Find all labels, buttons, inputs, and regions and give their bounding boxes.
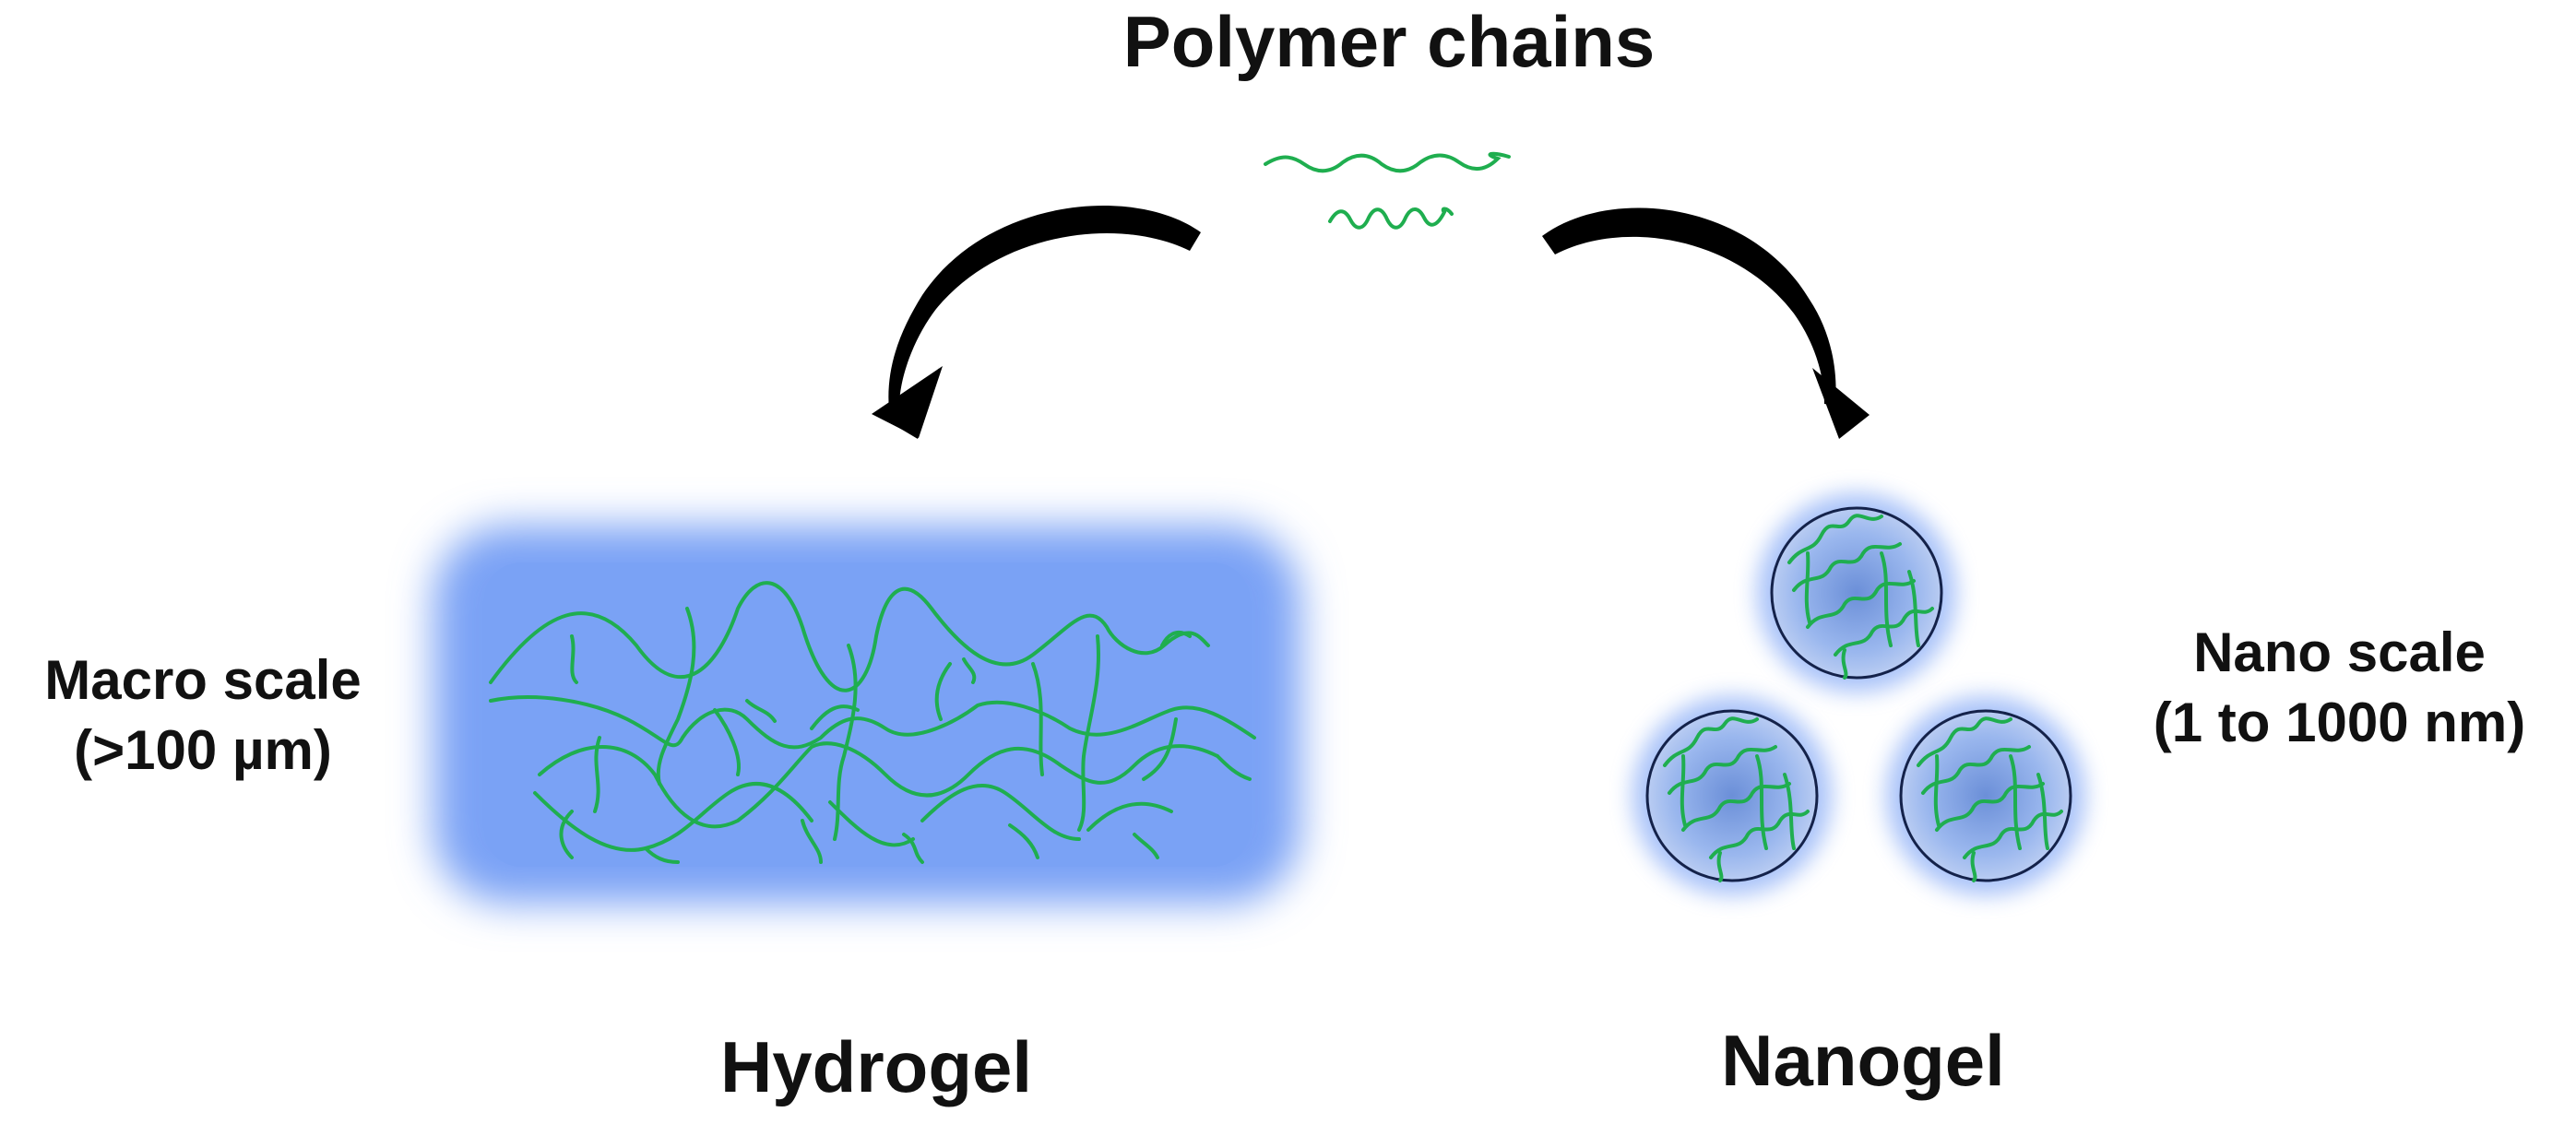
- hydrogel-gel-core: [484, 562, 1250, 867]
- nanogel-particle-icon: [1886, 696, 2085, 895]
- curved-arrow-right-icon: [1542, 207, 1870, 439]
- nano-scale-line2: (1 to 1000 nm): [2153, 692, 2526, 753]
- macro-scale-line2: (>100 µm): [74, 719, 332, 781]
- hydrogel-network-icon: [433, 526, 1300, 904]
- macro-scale-label: Macro scale (>100 µm): [0, 645, 406, 786]
- curved-arrow-left-icon: [872, 205, 1201, 439]
- macro-scale-line1: Macro scale: [44, 649, 362, 711]
- nanogel-label: Nanogel: [1721, 1020, 2005, 1101]
- nanogel-particle-icon: [1757, 493, 1956, 692]
- polymer-chain-short: [1328, 207, 1454, 230]
- hydrogel-label: Hydrogel: [719, 1026, 1033, 1107]
- hydrogel-chains: [489, 581, 1256, 864]
- nano-scale-line1: Nano scale: [2193, 621, 2486, 683]
- polymer-chain-long: [1264, 151, 1511, 173]
- nanogel-particles: [1632, 493, 2085, 895]
- nano-scale-label: Nano scale (1 to 1000 nm): [2103, 618, 2576, 758]
- diagram-title: Polymer chains: [1122, 1, 1656, 82]
- nanogel-particle-icon: [1632, 696, 1832, 895]
- polymer-chains-icon: [1264, 151, 1511, 230]
